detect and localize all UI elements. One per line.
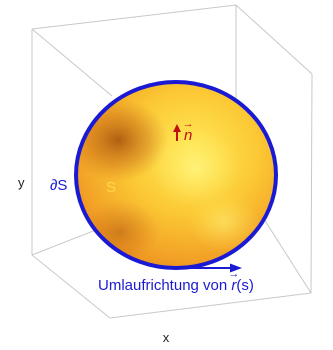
orientation-label: Umlaufrichtung von r(s) <box>98 278 254 293</box>
orientation-vector: r <box>231 278 236 293</box>
normal-label: n <box>184 128 192 143</box>
normal-vector-arrow <box>173 124 181 141</box>
x-axis-label: x <box>162 330 170 345</box>
orientation-text: Umlaufrichtung von <box>98 277 232 294</box>
surface-label: S <box>106 179 117 196</box>
normal-symbol: n <box>184 128 192 143</box>
orientation-arg: (s) <box>236 277 254 294</box>
boundary-label: ∂S <box>50 177 68 194</box>
y-axis-label: y <box>18 175 25 190</box>
